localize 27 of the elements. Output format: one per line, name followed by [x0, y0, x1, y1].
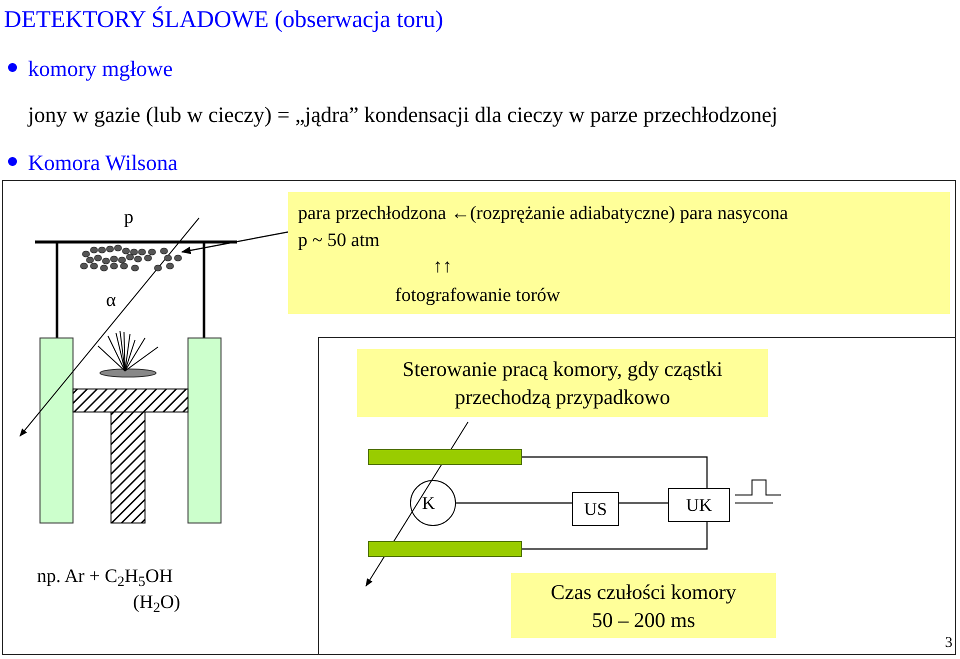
label: p — [124, 206, 134, 230]
label: (H$_{2}$O) — [133, 591, 180, 618]
wire — [522, 522, 708, 550]
note-text: para przechłodzona ←(rozprężanie adiabatyczne) para nasycona — [298, 202, 788, 226]
note-box — [511, 573, 776, 638]
note-text: Czas czułości komory — [550, 578, 736, 606]
bullet-text: jony w gazie (lub w cieczy) = „jądra” kondensacji dla cieczy w parze przechłodzonej — [28, 101, 778, 129]
arrows-text: ↑↑ — [433, 255, 452, 279]
note-text: p ~ 50 atm — [298, 229, 380, 253]
wire — [522, 456, 708, 488]
electrode-plate — [368, 449, 522, 465]
leader-line — [181, 231, 288, 254]
title: DETEKTORY ŚLADOWE (obserwacja toru) — [4, 5, 444, 35]
note-text: 50 – 200 ms — [592, 606, 696, 634]
note-text: Sterowanie pracą komory, gdy cząstki przechodzą przypadkowo — [402, 356, 724, 411]
note-box — [357, 349, 768, 417]
bullet-text: Komora Wilsona — [28, 149, 178, 177]
circuit-block: UK — [668, 488, 730, 522]
circuit-block: US — [572, 492, 619, 526]
bullet-text: komory mgłowe — [28, 55, 173, 83]
note-box — [288, 192, 950, 314]
electrode-plate — [368, 541, 522, 557]
label: np. Ar + C$_{2}$H$_{5}$OH — [37, 565, 173, 592]
note-text: fotografowanie torów — [395, 284, 560, 308]
label: α — [106, 289, 116, 313]
wire — [456, 502, 572, 504]
wire — [619, 502, 668, 504]
